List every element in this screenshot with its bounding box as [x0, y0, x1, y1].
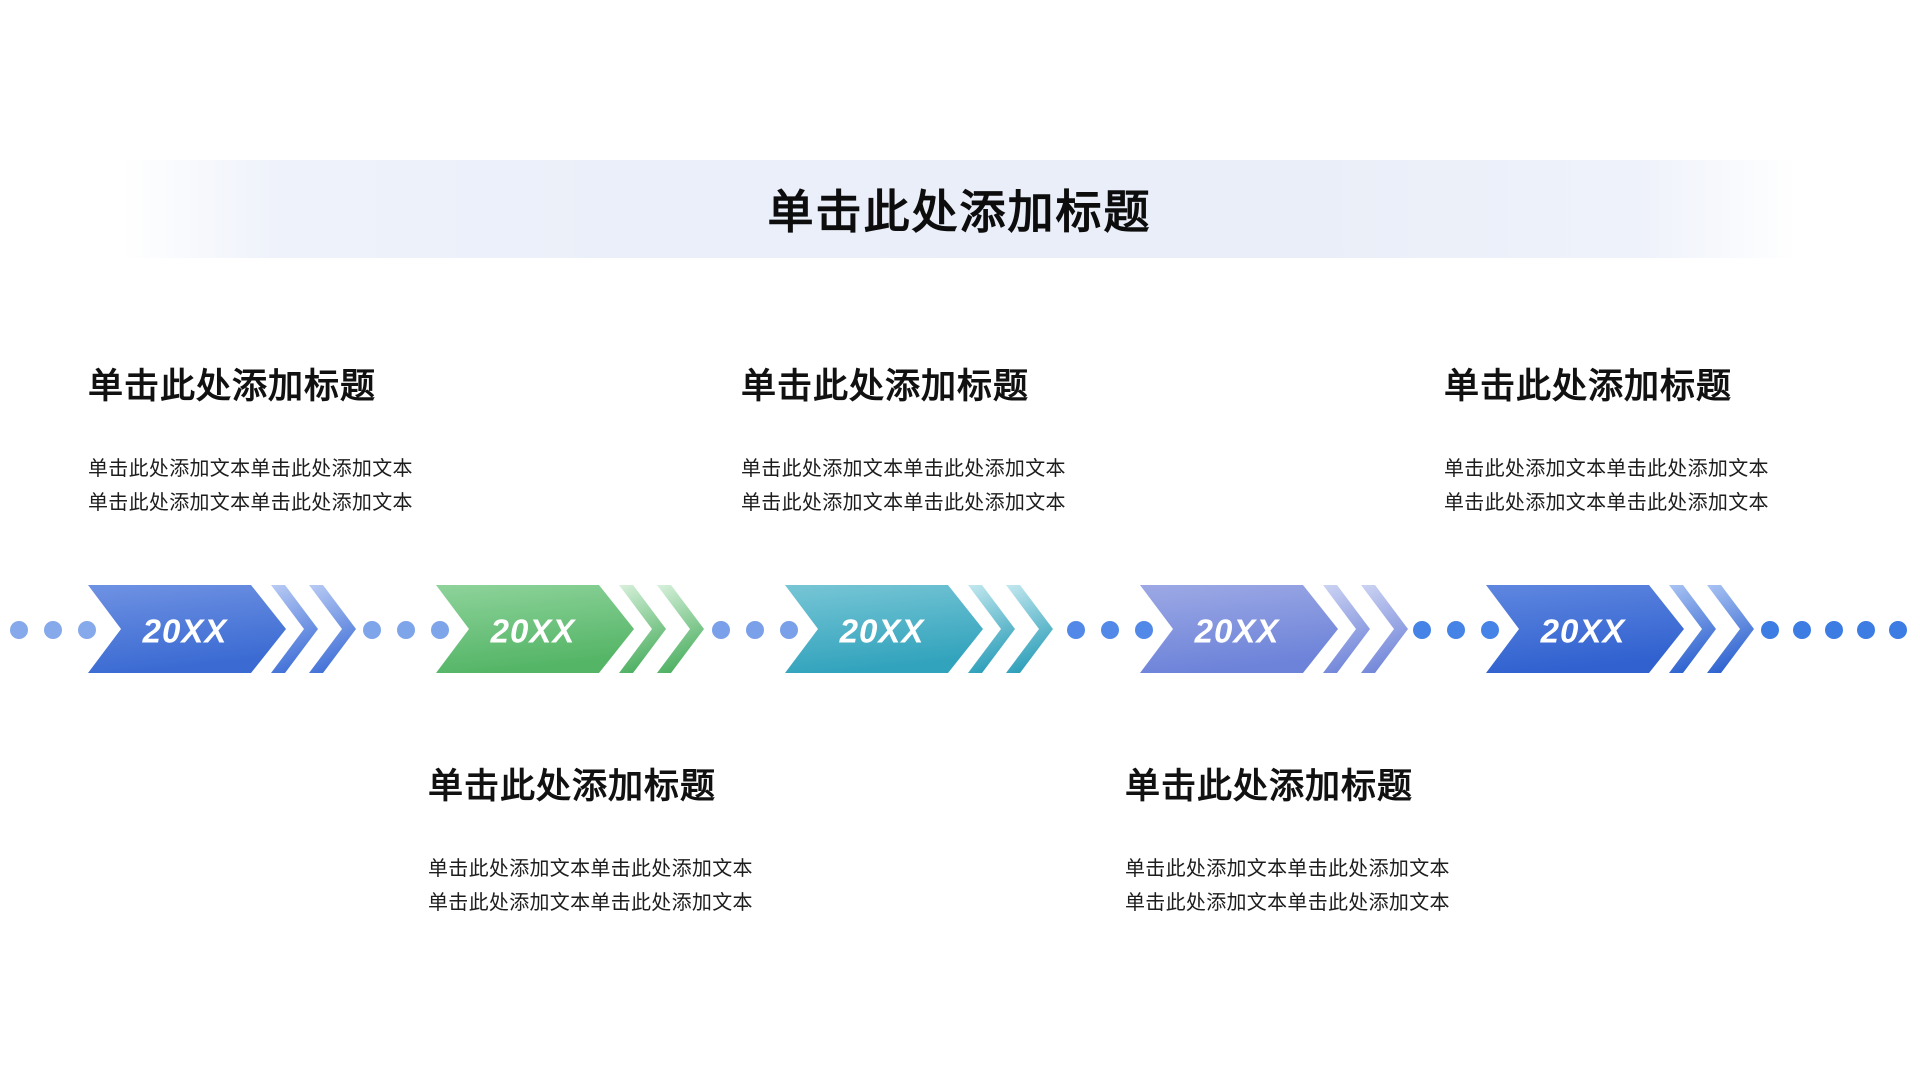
section-body-line: 单击此处添加文本单击此处添加文本: [428, 892, 753, 914]
section-body-line: 单击此处添加文本单击此处添加文本: [88, 458, 413, 480]
arrow-body: [1486, 585, 1684, 673]
timeline-dot: [1793, 621, 1811, 639]
arrow-chevron-1: [1323, 585, 1370, 673]
timeline-dot: [1481, 621, 1499, 639]
section-body-line: 单击此处添加文本单击此处添加文本: [428, 858, 753, 880]
arrow-chevron-1: [271, 585, 318, 673]
section-heading[interactable]: 单击此处添加标题: [1125, 767, 1414, 806]
timeline-dot: [44, 621, 62, 639]
timeline-arrow-4[interactable]: 20XX: [1140, 585, 1410, 673]
section-top-2[interactable]: 单击此处添加标题 单击此处添加文本单击此处添加文本 单击此处添加文本单击此处添加…: [741, 366, 1261, 520]
arrow-body: [436, 585, 634, 673]
section-heading[interactable]: 单击此处添加标题: [88, 367, 377, 406]
section-top-3[interactable]: 单击此处添加标题 单击此处添加文本单击此处添加文本 单击此处添加文本单击此处添加…: [1444, 366, 1920, 520]
section-heading[interactable]: 单击此处添加标题: [741, 367, 1030, 406]
section-heading[interactable]: 单击此处添加标题: [428, 767, 717, 806]
timeline-dot: [1413, 621, 1431, 639]
timeline-dot: [1067, 621, 1085, 639]
timeline-dot: [431, 621, 449, 639]
timeline-dot: [1135, 621, 1153, 639]
arrow-body: [1140, 585, 1338, 673]
title-banner: 单击此处添加标题: [122, 160, 1797, 258]
timeline-dot: [363, 621, 381, 639]
timeline-dot: [712, 621, 730, 639]
milestone-year-label[interactable]: 20XX: [1194, 613, 1281, 650]
section-bottom-2[interactable]: 单击此处添加标题 单击此处添加文本单击此处添加文本 单击此处添加文本单击此处添加…: [1125, 766, 1645, 920]
timeline-arrow-1[interactable]: 20XX: [88, 585, 358, 673]
timeline-dot: [1889, 621, 1907, 639]
arrow-chevron-2: [1006, 585, 1053, 673]
timeline-dot: [397, 621, 415, 639]
arrow-body: [88, 585, 286, 673]
timeline-dot: [746, 621, 764, 639]
section-body-line: 单击此处添加文本单击此处添加文本: [1125, 858, 1450, 880]
arrow-body: [785, 585, 983, 673]
milestone-year-label[interactable]: 20XX: [490, 613, 577, 650]
section-body[interactable]: 单击此处添加文本单击此处添加文本 单击此处添加文本单击此处添加文本: [1444, 452, 1920, 520]
section-body-line: 单击此处添加文本单击此处添加文本: [741, 458, 1066, 480]
section-body[interactable]: 单击此处添加文本单击此处添加文本 单击此处添加文本单击此处添加文本: [88, 452, 608, 520]
milestone-year-label[interactable]: 20XX: [1540, 613, 1627, 650]
section-bottom-1[interactable]: 单击此处添加标题 单击此处添加文本单击此处添加文本 单击此处添加文本单击此处添加…: [428, 766, 948, 920]
slide-title-placeholder[interactable]: 单击此处添加标题: [767, 186, 1152, 238]
timeline-arrow-5[interactable]: 20XX: [1486, 585, 1756, 673]
arrow-chevron-1: [968, 585, 1015, 673]
timeline-dot: [10, 621, 28, 639]
section-body-line: 单击此处添加文本单击此处添加文本: [1444, 458, 1769, 480]
timeline-dot: [1761, 621, 1779, 639]
section-body-line: 单击此处添加文本单击此处添加文本: [741, 492, 1066, 514]
arrow-chevron-2: [1361, 585, 1408, 673]
timeline-dot: [1825, 621, 1843, 639]
section-heading[interactable]: 单击此处添加标题: [1444, 367, 1733, 406]
section-body[interactable]: 单击此处添加文本单击此处添加文本 单击此处添加文本单击此处添加文本: [428, 852, 948, 920]
section-body-line: 单击此处添加文本单击此处添加文本: [1444, 492, 1769, 514]
timeline-dot: [780, 621, 798, 639]
timeline-dot: [1857, 621, 1875, 639]
section-body-line: 单击此处添加文本单击此处添加文本: [88, 492, 413, 514]
timeline-arrow-2[interactable]: 20XX: [436, 585, 706, 673]
arrow-chevron-2: [1707, 585, 1754, 673]
timeline-arrow-3[interactable]: 20XX: [785, 585, 1055, 673]
arrow-chevron-2: [657, 585, 704, 673]
arrow-chevron-1: [1669, 585, 1716, 673]
arrow-chevron-1: [619, 585, 666, 673]
timeline-dot: [78, 621, 96, 639]
timeline-dot: [1447, 621, 1465, 639]
arrow-chevron-2: [309, 585, 356, 673]
section-body[interactable]: 单击此处添加文本单击此处添加文本 单击此处添加文本单击此处添加文本: [1125, 852, 1645, 920]
milestone-year-label[interactable]: 20XX: [839, 613, 926, 650]
section-top-1[interactable]: 单击此处添加标题 单击此处添加文本单击此处添加文本 单击此处添加文本单击此处添加…: [88, 366, 608, 520]
milestone-year-label[interactable]: 20XX: [142, 613, 229, 650]
timeline: 20XX 20XX 20XX 20XX 20XX: [0, 585, 1920, 673]
section-body-line: 单击此处添加文本单击此处添加文本: [1125, 892, 1450, 914]
timeline-dot: [1101, 621, 1119, 639]
section-body[interactable]: 单击此处添加文本单击此处添加文本 单击此处添加文本单击此处添加文本: [741, 452, 1261, 520]
